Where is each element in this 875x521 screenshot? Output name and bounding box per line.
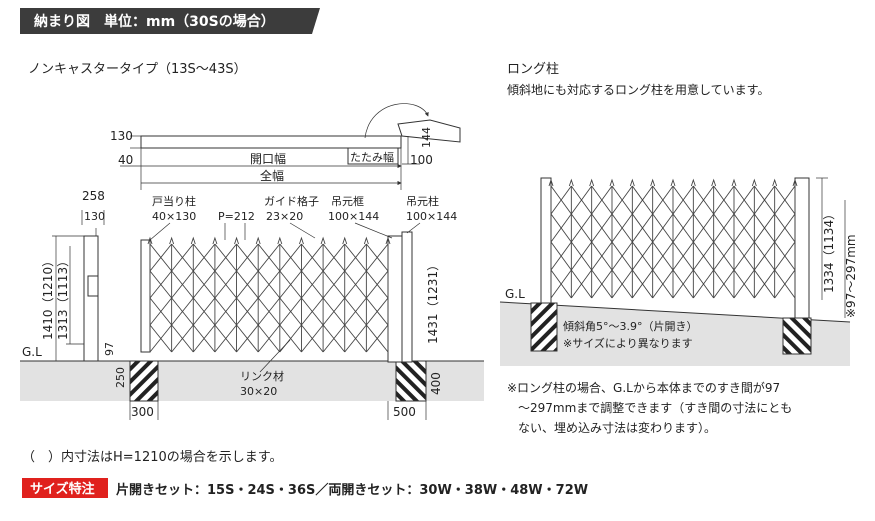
- label-guide-size: 23×20: [266, 210, 303, 223]
- dim-1313: 1313（1113）: [56, 255, 70, 340]
- left-subtitle: ノンキャスタータイプ（13S〜43S）: [28, 62, 247, 77]
- dim-1334: 1334（1134）: [822, 208, 836, 293]
- ground-left: [20, 360, 484, 420]
- dim-97: 97: [103, 342, 116, 356]
- right-title: ロング柱: [507, 62, 559, 77]
- right-desc: 傾斜地にも対応するロング柱を用意しています。: [507, 82, 769, 97]
- label-frame: 吊元框: [331, 195, 364, 208]
- label-guide: ガイド格子: [264, 194, 319, 208]
- dim-144: 144: [420, 127, 433, 148]
- header-bar: 納まり図 単位：mm（30Sの場合）: [20, 8, 320, 34]
- label-post: 吊元柱: [406, 194, 439, 208]
- dim-1431: 1431（1231）: [426, 259, 440, 344]
- footer-paren-note: （ ）内寸法はH=1210の場合を示します。: [22, 449, 282, 465]
- dim-130-side: 130: [84, 210, 105, 223]
- right-note-2: 〜297mmまで調整できます（すき間の寸法にとも: [518, 400, 792, 415]
- dim-range: ※97〜297mm: [844, 234, 858, 318]
- label-gl-right: G.L: [505, 287, 525, 301]
- label-pitch: P=212: [218, 210, 255, 223]
- right-note-1: ※ロング柱の場合、G.Lから本体までのすき間が97: [507, 380, 780, 395]
- dim-40: 40: [118, 153, 133, 167]
- label-post-size: 100×144: [406, 210, 457, 223]
- badge-label: サイズ特注: [30, 481, 95, 497]
- label-total: 全幅: [260, 168, 284, 183]
- pointer-lines: [149, 222, 421, 373]
- label-folded: たたみ幅: [350, 151, 394, 164]
- dim-300: 300: [131, 405, 154, 419]
- dim-250: 250: [114, 367, 127, 388]
- badge-size-order: [22, 478, 108, 498]
- dim-258: 258: [82, 189, 105, 203]
- gate-lattice-right: [548, 178, 798, 299]
- label-link-size: 30×20: [240, 385, 277, 398]
- label-angle: 傾斜角5°〜3.9°（片開き）: [563, 319, 698, 333]
- dim-1410: 1410（1210）: [41, 255, 55, 340]
- gate-left: [140, 231, 413, 363]
- gate-lattice-left: [147, 236, 391, 353]
- label-opening: 開口幅: [250, 151, 286, 166]
- slope-ground: [499, 301, 851, 366]
- dim-400: 400: [429, 372, 443, 395]
- header-title: 納まり図 単位：mm（30Sの場合）: [34, 13, 275, 30]
- dim-100: 100: [410, 153, 433, 167]
- gate-right: [540, 177, 846, 319]
- footer-sets: 片開きセット：15S・24S・36S／両開きセット：30W・38W・48W・72…: [116, 482, 588, 498]
- right-note-3: ない、埋め込み寸法は変わります）。: [518, 420, 716, 435]
- label-gl-left: G.L: [22, 345, 42, 359]
- label-frame-size: 100×144: [328, 210, 379, 223]
- plan-view: [120, 103, 461, 190]
- dim-500: 500: [393, 405, 416, 419]
- label-link: リンク材: [240, 369, 284, 383]
- dim-130-top: 130: [110, 129, 133, 143]
- label-tobashira-size: 40×130: [152, 210, 196, 223]
- side-view: [52, 210, 105, 362]
- label-angle-note: ※サイズにより異なります: [563, 336, 693, 350]
- label-tobashira: 戸当り柱: [152, 194, 196, 208]
